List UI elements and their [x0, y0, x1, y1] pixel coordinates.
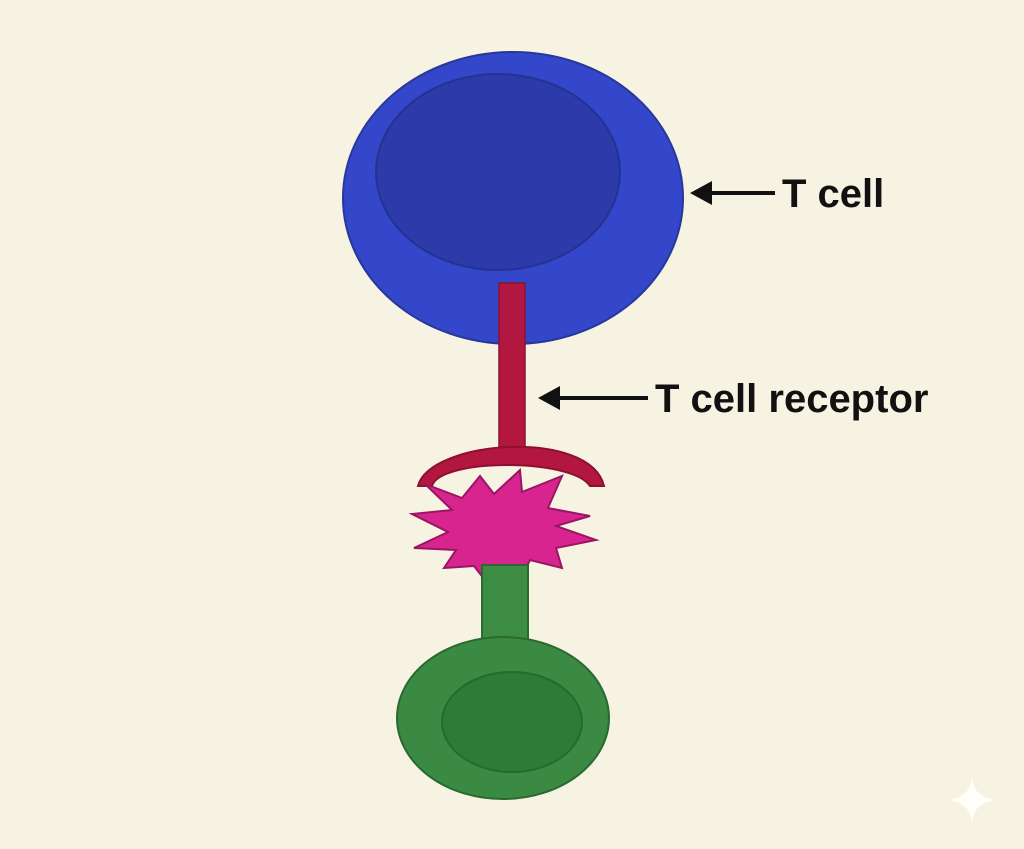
t-cell-label: T cell — [782, 172, 884, 216]
antigen-presenting-cell — [396, 564, 610, 800]
presenting-cell-nucleus — [441, 671, 583, 773]
t-cell-receptor — [416, 282, 606, 487]
receptor-binding-cup — [416, 445, 606, 487]
t-cell-nucleus — [375, 73, 621, 271]
label-t-cell: T cell — [690, 172, 884, 216]
t-cell-receptor-label: T cell receptor — [655, 377, 928, 421]
receptor-stem — [498, 282, 526, 448]
antigen — [408, 467, 600, 586]
arrow-head-icon — [690, 181, 712, 205]
label-t-cell-receptor: T cell receptor — [538, 377, 928, 421]
arrow-head-icon — [538, 386, 560, 410]
t-cell — [342, 51, 684, 345]
sparkle-icon — [950, 778, 994, 822]
